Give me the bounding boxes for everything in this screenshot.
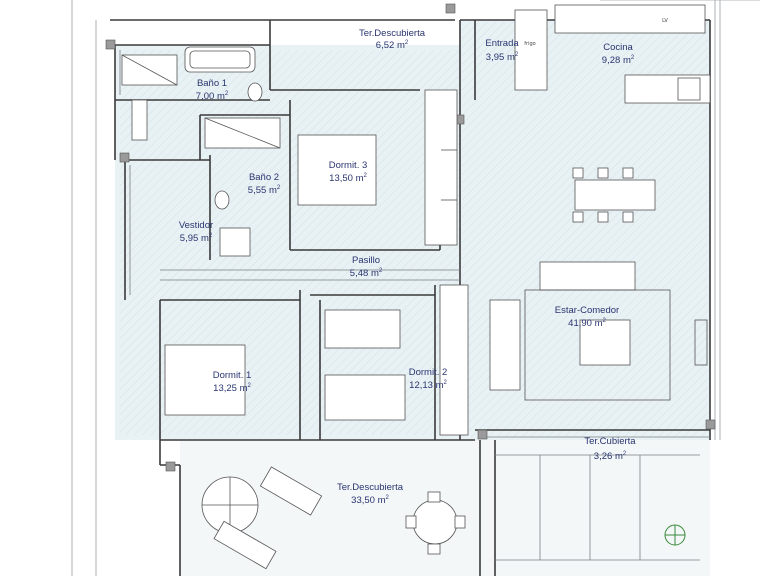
- parasol-icon: [201, 476, 259, 534]
- dining-table-icon: [572, 167, 656, 223]
- room-label-dormit-1: Dormit. 1: [213, 370, 252, 381]
- room-labels: Ter.Descubierta 6,52 m2 Entrada 3,95 m2 …: [179, 28, 636, 506]
- toilet-icon: [214, 82, 263, 210]
- washer-label: LV: [662, 18, 668, 24]
- room-area-ter-cubierta: 3,26 m2: [594, 451, 627, 462]
- room-area-pasillo: 5,48 m2: [350, 268, 383, 279]
- room-label-ter-descubierta-top: Ter.Descubierta: [359, 28, 426, 39]
- wardrobe-icon: [424, 89, 469, 436]
- bathtub-icon: [184, 46, 256, 73]
- room-label-bano-1: Baño 1: [197, 78, 227, 89]
- room-label-bano-2: Baño 2: [249, 172, 279, 183]
- room-label-pasillo: Pasillo: [352, 255, 380, 266]
- sofa-icon: [489, 261, 671, 401]
- kitchen-counter-icon: [554, 4, 711, 104]
- fridge-icon: [514, 9, 548, 91]
- room-area-ter-descubierta-bottom: 33,50 m2: [351, 495, 389, 506]
- room-area-estar-comedor: 41,90 m2: [568, 318, 606, 329]
- room-label-cocina: Cocina: [603, 42, 633, 53]
- room-label-dormit-3: Dormit. 3: [329, 160, 368, 171]
- sink-icon: [131, 99, 251, 257]
- room-label-ter-cubierta: Ter.Cubierta: [584, 436, 636, 447]
- bed-icon: [164, 134, 406, 421]
- room-label-dormit-2: Dormit. 2: [409, 367, 448, 378]
- site-lines: [71, 0, 760, 576]
- room-area-dormit-1: 13,25 m2: [213, 383, 251, 394]
- room-area-dormit-3: 13,50 m2: [329, 173, 367, 184]
- round-table-icon: [405, 491, 466, 555]
- room-label-entrada: Entrada: [485, 38, 519, 49]
- wall-posts: [105, 3, 716, 472]
- room-label-ter-descubierta-bottom: Ter.Descubierta: [337, 482, 404, 493]
- lounger-icon: [213, 466, 323, 570]
- room-label-estar-comedor: Estar-Comedor: [555, 305, 619, 316]
- room-area-ter-descubierta-top: 6,52 m2: [376, 40, 409, 51]
- shower-icon: [121, 54, 281, 149]
- room-area-entrada: 3,95 m2: [486, 52, 519, 63]
- glazing-lines: [119, 50, 710, 561]
- room-area-dormit-2: 12,13 m2: [409, 380, 447, 391]
- fridge-label: frigo: [524, 41, 535, 47]
- room-area-bano-2: 5,55 m2: [248, 185, 281, 196]
- room-area-bano-1: 7,00 m2: [196, 91, 229, 102]
- room-area-cocina: 9,28 m2: [602, 55, 635, 66]
- room-area-vestidor: 5,95 m2: [180, 233, 213, 244]
- plant-icon: [664, 524, 686, 546]
- room-label-vestidor: Vestidor: [179, 220, 213, 231]
- fireplace-icon: [694, 319, 708, 366]
